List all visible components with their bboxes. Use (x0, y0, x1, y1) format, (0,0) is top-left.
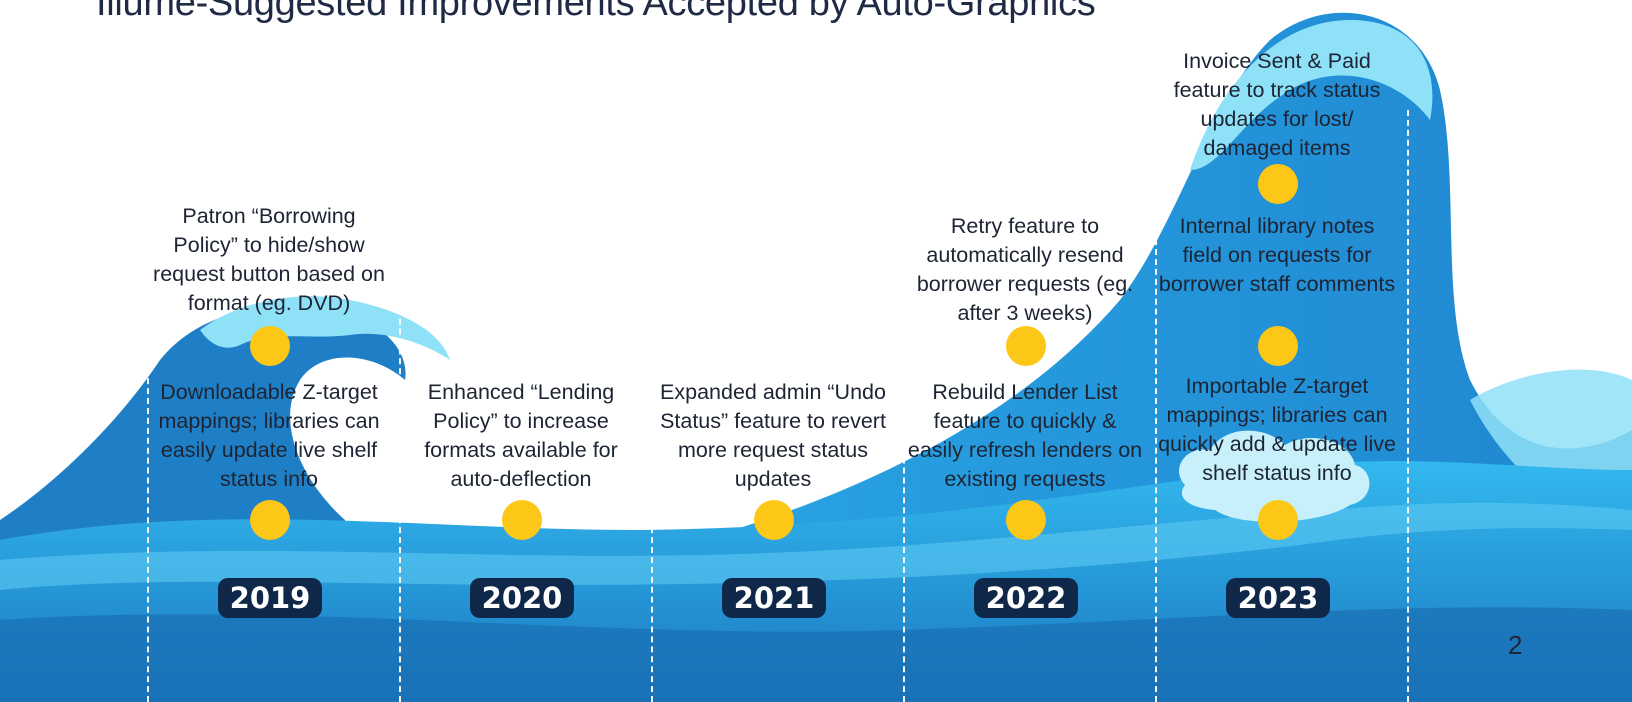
milestone-2023-1: Importable Z-target mappings; libraries … (1158, 374, 1396, 485)
milestone-dot (250, 326, 290, 366)
milestone-2023-3: Invoice Sent & Paid feature to track sta… (1173, 49, 1381, 160)
column-divider (1407, 110, 1409, 702)
column-divider (1155, 110, 1157, 702)
column-divider (903, 110, 905, 702)
milestone-dot (1258, 326, 1298, 366)
page-number: 2 (1508, 630, 1523, 660)
year-badge-2019: 2019 (218, 578, 322, 618)
milestone-dot (1258, 500, 1298, 540)
milestone-2020-1: Enhanced “Lending Policy” to increase fo… (424, 380, 618, 491)
left-wave-crest (200, 296, 450, 360)
sea-band (0, 502, 1632, 590)
year-badge-2022: 2022 (974, 578, 1078, 618)
milestone-2022-2: Retry feature to automatically resend bo… (916, 214, 1134, 325)
milestone-dot (754, 500, 794, 540)
column-divider (399, 110, 401, 702)
milestone-dot (1006, 326, 1046, 366)
page-title: Illume-Suggested Improvements Accepted b… (96, 0, 1096, 24)
milestone-2019-1: Downloadable Z-target mappings; librarie… (158, 380, 380, 491)
year-badge-2021: 2021 (722, 578, 826, 618)
milestone-dot (1006, 500, 1046, 540)
column-divider (147, 110, 149, 702)
year-badge-2020: 2020 (470, 578, 574, 618)
year-badge-2023: 2023 (1226, 578, 1330, 618)
milestone-2022-1: Rebuild Lender List feature to quickly &… (907, 380, 1143, 491)
big-wave-highlight (1190, 20, 1433, 170)
milestone-2023-2: Internal library notes field on requests… (1158, 214, 1396, 296)
foam (1179, 430, 1370, 522)
column-divider (651, 110, 653, 702)
left-wave (0, 306, 406, 560)
milestone-2019-2: Patron “Borrowing Policy” to hide/show r… (153, 204, 385, 315)
milestone-dot (250, 500, 290, 540)
milestone-dot (1258, 164, 1298, 204)
milestone-2021-1: Expanded admin “Undo Status” feature to … (660, 380, 886, 491)
milestone-dot (502, 500, 542, 540)
sea-deep (0, 607, 1632, 702)
